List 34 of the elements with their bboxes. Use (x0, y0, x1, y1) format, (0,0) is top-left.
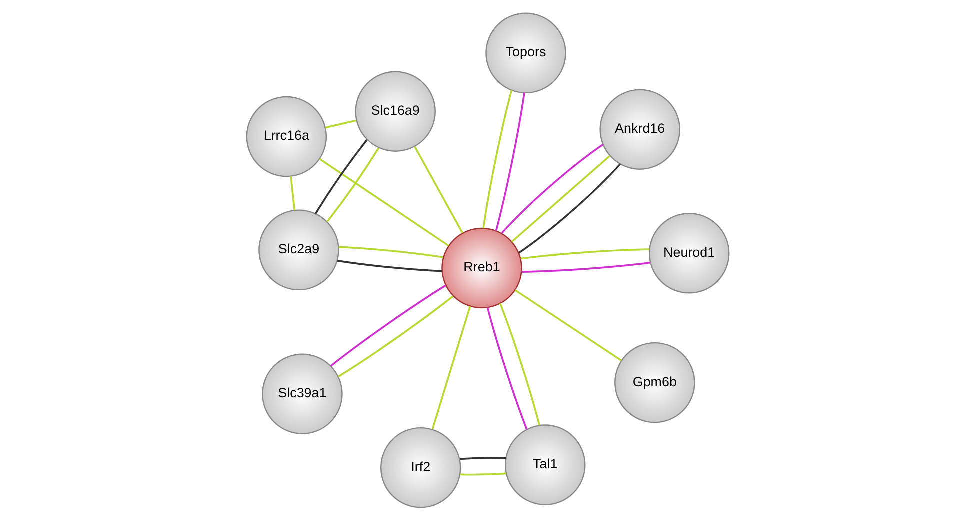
node-circle: Ankrd16 (600, 89, 680, 170)
node-circle: Slc39a1 (262, 354, 343, 434)
connector (337, 260, 442, 272)
connector (432, 306, 472, 430)
node-circle: Topors (486, 12, 566, 94)
connector (414, 146, 464, 234)
connector (486, 307, 528, 430)
connector (338, 296, 454, 378)
node-circle: Rreb1 (442, 228, 522, 309)
connector (314, 139, 368, 214)
node-circle: Irf2 (380, 427, 462, 508)
connector (495, 92, 526, 232)
node-circle: Tal1 (505, 424, 586, 506)
connector (338, 246, 444, 258)
connector (290, 176, 296, 210)
connector (514, 290, 622, 362)
connector (325, 120, 357, 129)
node-circle: Slc2a9 (258, 210, 340, 291)
connector (499, 303, 541, 426)
connector (460, 457, 506, 460)
node-circle: Slc16a9 (355, 71, 436, 152)
connector (518, 164, 622, 254)
connector (460, 472, 507, 476)
node-circle: Neurod1 (648, 213, 730, 294)
node-circle: Gpm6b (614, 342, 696, 424)
connector (330, 284, 446, 367)
connector (501, 144, 604, 234)
connector (326, 148, 380, 223)
connector (482, 90, 513, 229)
connector (520, 248, 650, 260)
node-circle: Lrrc16a (246, 96, 328, 178)
connector (319, 158, 450, 247)
connector (522, 262, 650, 273)
connector (511, 155, 611, 243)
